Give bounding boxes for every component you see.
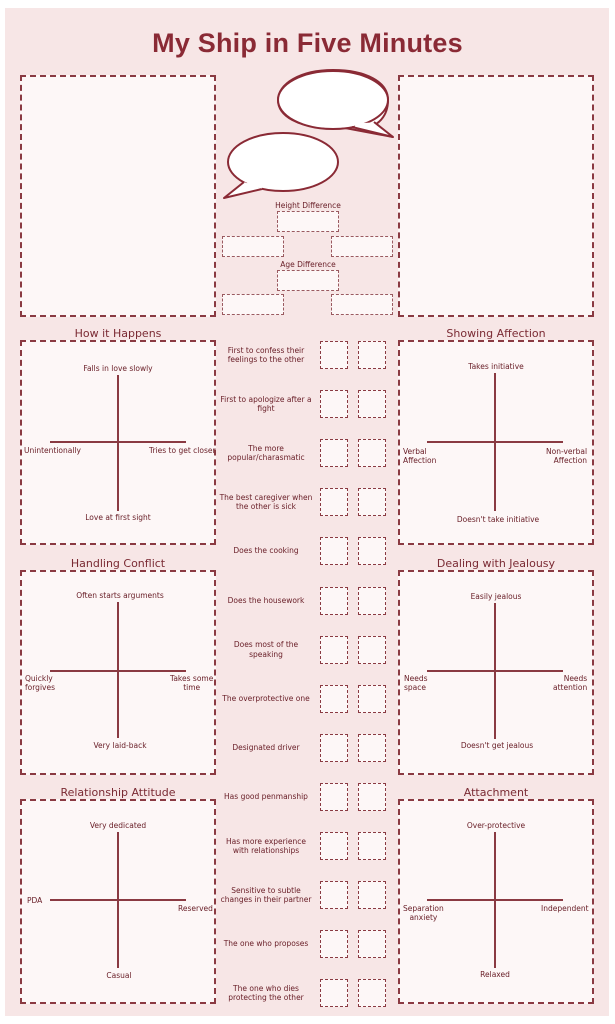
axis-label-bottom: Love at first sight <box>85 513 151 522</box>
question-label: The one who dies protecting the other <box>228 983 304 1003</box>
axis-label-top: Very dedicated <box>89 821 147 830</box>
age-left-box[interactable] <box>222 294 284 315</box>
speech-bubble-left[interactable] <box>223 132 339 199</box>
age-difference-box[interactable] <box>277 270 339 291</box>
question-label: Does most of the speaking <box>233 640 299 659</box>
answer-box-right[interactable] <box>358 832 386 860</box>
quadrant-attachment[interactable] <box>398 799 594 1004</box>
question-label: The more popular/charasmatic <box>227 443 305 463</box>
answer-box-left[interactable] <box>320 782 348 811</box>
question-label: The one who proposes <box>223 939 309 949</box>
height-left-box[interactable] <box>222 236 284 257</box>
section-title-relationship-attitude: Relationship Attitude <box>60 786 176 799</box>
page-title: My Ship in Five Minutes <box>152 28 463 58</box>
axis-label-left: Verbal Affection <box>403 447 437 465</box>
axis-vertical <box>117 375 119 511</box>
answer-box-left[interactable] <box>320 341 348 369</box>
question-label: The overprotective one <box>222 693 310 703</box>
answer-box-left[interactable] <box>320 488 348 517</box>
axis-horizontal <box>427 670 563 672</box>
answer-box-right[interactable] <box>358 881 386 910</box>
axis-label-bottom: Casual <box>106 971 132 980</box>
question-label: The best caregiver when the other is sic… <box>219 492 313 512</box>
question-label: Designated driver <box>232 742 300 752</box>
section-title-showing-affection: Showing Affection <box>446 327 546 340</box>
axis-label-bottom: Doesn't take initiative <box>456 515 540 524</box>
height-difference-box[interactable] <box>277 211 339 232</box>
axis-horizontal <box>427 441 563 443</box>
axis-label-left: PDA <box>27 896 43 905</box>
answer-box-right[interactable] <box>358 586 386 615</box>
height-right-box[interactable] <box>331 236 393 257</box>
axis-label-left: Unintentionally <box>24 446 81 455</box>
answer-box-right[interactable] <box>358 390 386 419</box>
question-label: Has more experience with relationships <box>226 836 306 856</box>
section-title-attachment: Attachment <box>463 786 529 799</box>
section-title-handling-conflict: Handling Conflict <box>70 557 166 570</box>
height-difference-label: Height Difference <box>275 201 341 210</box>
section-title-dealing-with-jealousy: Dealing with Jealousy <box>436 557 556 570</box>
answer-box-right[interactable] <box>358 488 386 517</box>
answer-box-left[interactable] <box>320 684 348 713</box>
axis-label-right: Independent <box>541 904 589 913</box>
question-label: Does the housework <box>227 595 305 605</box>
axis-label-bottom: Doesn't get jealous <box>460 741 534 750</box>
answer-box-right[interactable] <box>358 684 386 713</box>
answer-box-right[interactable] <box>358 537 386 566</box>
answer-box-right[interactable] <box>358 979 386 1008</box>
axis-horizontal <box>50 670 186 672</box>
question-label: First to confess their feelings to the o… <box>227 345 305 365</box>
axis-label-bottom: Very laid-back <box>93 741 147 750</box>
axis-label-top: Easily jealous <box>470 592 522 601</box>
axis-horizontal <box>427 899 563 901</box>
answer-box-right[interactable] <box>358 635 386 664</box>
section-title-how-it-happens: How it Happens <box>74 327 162 340</box>
axis-label-top: Takes initiative <box>468 362 524 371</box>
axis-label-left: Quickly forgives <box>25 674 55 692</box>
answer-box-left[interactable] <box>320 537 348 566</box>
answer-box-left[interactable] <box>320 635 348 664</box>
axis-label-top: Over-protective <box>466 821 526 830</box>
character-portrait-right[interactable] <box>398 75 594 317</box>
answer-box-left[interactable] <box>320 979 348 1008</box>
axis-label-right: Needs attention <box>553 674 588 692</box>
answer-box-right[interactable] <box>358 930 386 959</box>
answer-box-left[interactable] <box>320 733 348 762</box>
answer-box-left[interactable] <box>320 390 348 419</box>
answer-box-left[interactable] <box>320 881 348 910</box>
quadrant-dealing-with-jealousy[interactable] <box>398 570 594 775</box>
answer-box-left[interactable] <box>320 930 348 959</box>
axis-label-right: Reserved <box>178 904 213 913</box>
axis-label-right: Non-verbal Affection <box>546 447 588 465</box>
speech-bubble-right[interactable] <box>276 68 394 138</box>
answer-box-right[interactable] <box>358 439 386 468</box>
answer-box-left[interactable] <box>320 586 348 615</box>
answer-box-right[interactable] <box>358 733 386 762</box>
axis-label-right: Tries to get closer <box>149 446 216 455</box>
axis-label-left: Separation anxiety <box>403 904 444 922</box>
axis-label-top: Falls in love slowly <box>83 364 153 373</box>
question-label: Sensitive to subtle changes in their par… <box>220 885 312 905</box>
answer-box-left[interactable] <box>320 832 348 860</box>
answer-box-left[interactable] <box>320 439 348 468</box>
axis-label-top: Often starts arguments <box>76 591 164 600</box>
character-portrait-left[interactable] <box>20 75 216 317</box>
answer-box-right[interactable] <box>358 341 386 369</box>
axis-horizontal <box>50 899 186 901</box>
age-difference-label: Age Difference <box>280 260 336 269</box>
axis-label-bottom: Relaxed <box>480 970 510 979</box>
axis-label-right: Takes some time <box>170 674 214 692</box>
question-label: Does the cooking <box>233 546 299 556</box>
age-right-box[interactable] <box>331 294 393 315</box>
axis-horizontal <box>50 441 186 443</box>
question-label: First to apologize after a fight <box>220 394 312 414</box>
question-label: Has good penmanship <box>224 791 308 801</box>
axis-label-left: Needs space <box>404 674 428 692</box>
answer-box-right[interactable] <box>358 782 386 811</box>
